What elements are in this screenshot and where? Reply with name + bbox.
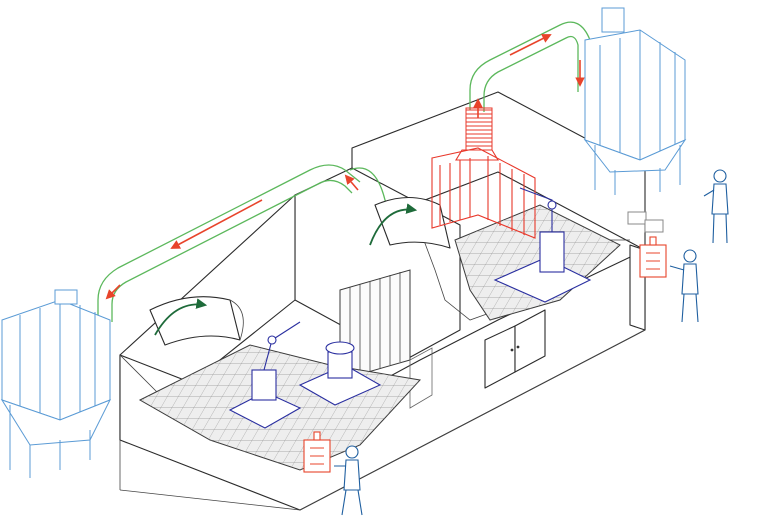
worker-right-far-head [713, 169, 727, 183]
collector-left-fan [54, 289, 78, 305]
worker-front-head [345, 445, 359, 459]
duct-right-run-lower [483, 35, 579, 112]
collector-right-fan [601, 7, 625, 33]
booth-hood-top [455, 149, 499, 161]
dust-collector-left [0, 289, 112, 478]
robot-right-body [539, 231, 565, 273]
robot-right-joint [547, 200, 557, 210]
air-arrow-partition [369, 203, 418, 246]
flow-arrow-right-duct [509, 34, 552, 56]
booth-bars [439, 156, 525, 235]
flow-arrow-left-duct [170, 199, 263, 249]
duct-left-run [97, 164, 361, 320]
door-right [514, 309, 546, 373]
robot-left-joint [267, 335, 277, 345]
dust-collector-right [583, 7, 687, 195]
airflow-arrows [105, 34, 585, 300]
collector-right-legs [594, 145, 681, 195]
positioner-table [325, 341, 355, 355]
worker-right-near-head [683, 249, 697, 263]
control-panel-front-cap [313, 431, 321, 441]
control-panel-front [303, 431, 331, 473]
control-panel-right [639, 236, 667, 278]
worker-front-torso [343, 459, 361, 491]
base-line [119, 329, 646, 511]
air-arrow-left [154, 298, 208, 336]
welding-robot-right [493, 187, 592, 303]
welding-robot-left [228, 321, 302, 429]
flow-arrow-partition [344, 174, 359, 191]
duct-right-run [469, 21, 591, 110]
worker-front [334, 445, 363, 516]
duct-drop-partition [349, 167, 396, 226]
collector-right-hopper [583, 138, 687, 173]
wall-sensor [627, 211, 664, 233]
access-doors [484, 309, 546, 389]
collector-right-panels [599, 30, 676, 160]
worker-front-limbs [334, 465, 363, 516]
extraction-hoods [149, 197, 451, 346]
control-panel-right-cap [649, 236, 657, 246]
wall-sensor-box [627, 211, 647, 225]
robot-left-body [251, 369, 277, 401]
collector-left-legs [9, 405, 91, 478]
worker-right-far-torso [711, 183, 729, 215]
hood-left-cell-rim [229, 299, 244, 341]
worker-right-far-limbs [703, 189, 728, 244]
positioner-column [327, 351, 353, 379]
worker-right-near-torso [681, 263, 699, 295]
collector-left-panels [19, 300, 96, 420]
worker-right-far [703, 169, 729, 244]
hood-left-cell [149, 296, 241, 346]
robot-right-base [493, 257, 592, 303]
hood-partition [374, 197, 451, 249]
booth-frame [431, 147, 536, 239]
collector-left-body [1, 299, 111, 421]
collector-left-hopper [0, 399, 112, 446]
control-panel-right-buttons [646, 252, 660, 270]
glass-panel [409, 347, 433, 409]
flow-arrow-left-drop [105, 284, 121, 300]
door-handle [510, 348, 514, 352]
positioner-left [298, 341, 382, 406]
wall-sensor-box-2 [644, 219, 664, 233]
robot-right-arm [519, 187, 553, 232]
fume-booth [431, 147, 536, 239]
flex-duct-coils [466, 109, 492, 147]
shutter-slats [349, 272, 401, 377]
worker-right-near-limbs [669, 265, 699, 323]
worker-right-near [669, 249, 699, 323]
control-panel-front-buttons [310, 447, 324, 465]
door-handle [516, 345, 520, 349]
